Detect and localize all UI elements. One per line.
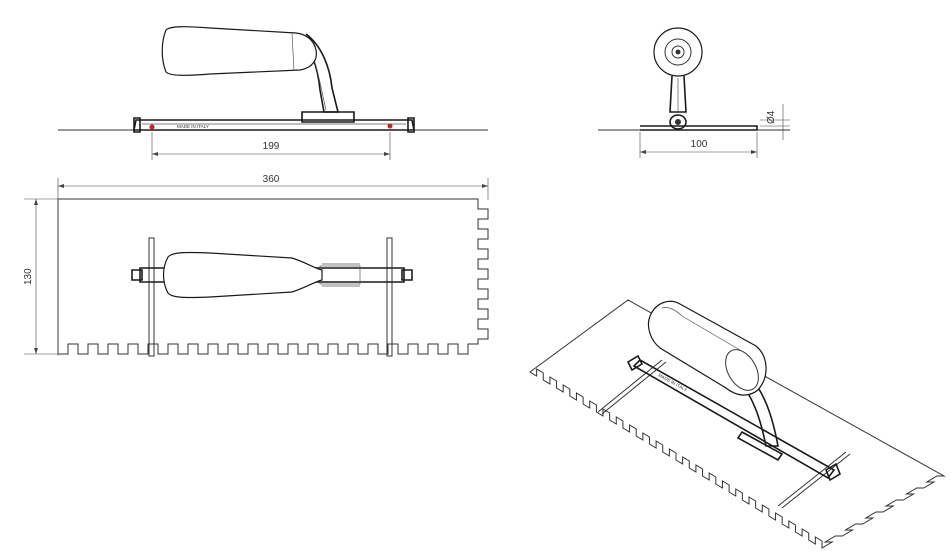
dim-360-label: 360 [263,174,280,185]
top-right-nut [401,269,413,281]
iso-right-nut [825,462,841,482]
side-engraving: MADE IN ITALY [177,124,209,129]
top-right-rod [386,237,393,357]
top-handle [162,251,323,299]
side-left-marker [149,124,155,130]
top-blade-outline [57,198,489,355]
side-base-bar [133,119,415,131]
end-clamp [669,114,687,130]
iso-bar [632,359,836,480]
top-left-rod [148,237,155,357]
side-foot [301,111,355,123]
dim-199-label: 199 [263,141,280,152]
iso-left-nut [626,354,644,372]
side-view: MADE IN ITALY 199 [58,26,488,160]
dim-diameter-label: Ø4 [766,110,777,124]
iso-handle-end [725,349,759,391]
side-handle [161,26,317,76]
end-view: 100 Ø4 [598,27,790,158]
iso-rod-2 [777,451,847,507]
iso-rod-1 [597,359,663,413]
side-right-clamp [407,117,415,133]
side-left-clamp [133,117,141,133]
dim-130-label: 130 [23,268,34,285]
isometric-view: MADE IN ITALY [529,299,946,549]
iso-handle [647,300,767,396]
side-right-marker [387,123,393,129]
top-left-nut [131,269,143,281]
end-blade [640,125,758,131]
iso-blade-outline [529,299,946,549]
top-view: 360 130 [23,174,489,357]
dim-100-label: 100 [691,139,708,150]
